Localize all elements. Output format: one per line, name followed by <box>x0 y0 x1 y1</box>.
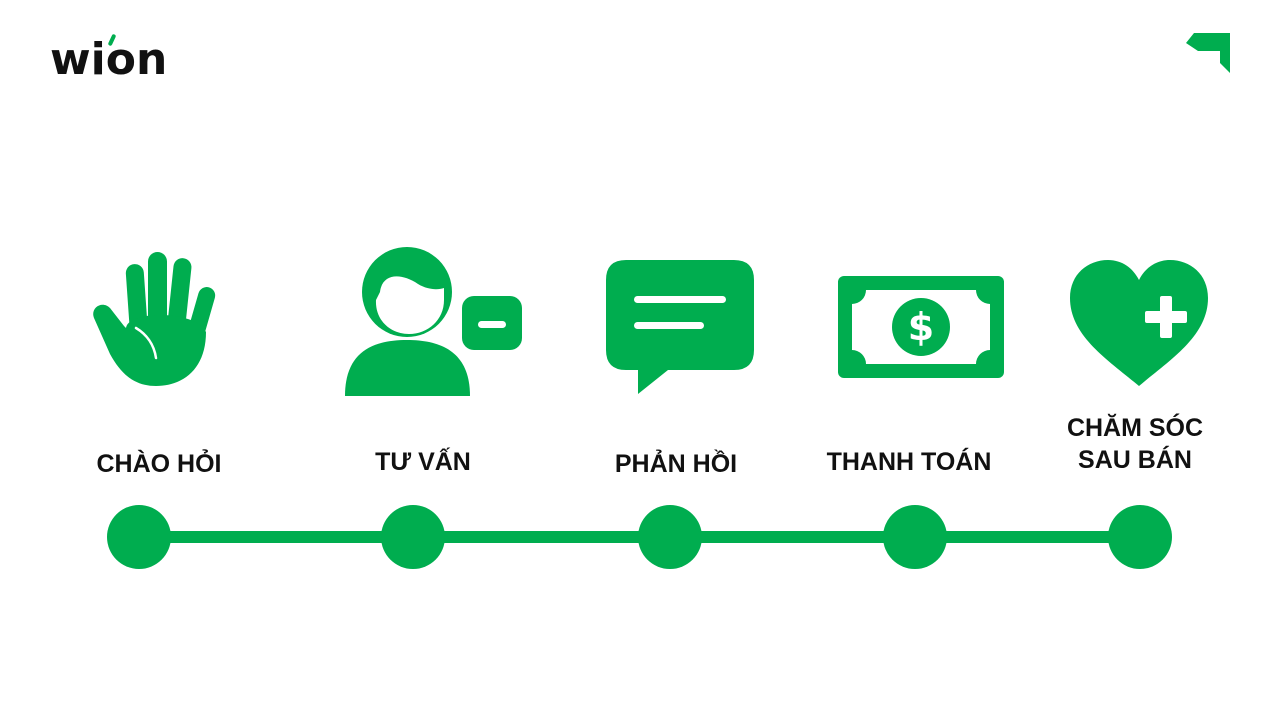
dollar-bill-icon: $ <box>838 276 1004 378</box>
step-label-payment: THANH TOÁN <box>826 448 992 476</box>
timeline-node-3 <box>638 505 702 569</box>
timeline-node-1 <box>107 505 171 569</box>
timeline-node-5 <box>1108 505 1172 569</box>
arrow-corner-icon <box>1186 33 1230 73</box>
brand-logo: wion <box>50 30 167 90</box>
step-label-greeting: CHÀO HỎI <box>96 450 222 478</box>
chat-bubble-icon <box>606 260 754 394</box>
step-label-aftercare-line2: SAU BÁN <box>1078 446 1192 474</box>
timeline-node-2 <box>381 505 445 569</box>
heart-plus-icon <box>1070 260 1208 386</box>
step-label-feedback: PHẢN HỒI <box>614 450 738 478</box>
step-label-consulting: TƯ VẤN <box>375 448 471 476</box>
hand-wave-icon <box>93 252 216 386</box>
timeline-node-4 <box>883 505 947 569</box>
consultant-icon <box>345 247 522 396</box>
step-label-aftercare-line1: CHĂM SÓC <box>1066 414 1204 442</box>
svg-text:$: $ <box>908 305 934 349</box>
step-label-aftercare: CHĂM SÓC SAU BÁN <box>1050 412 1220 476</box>
